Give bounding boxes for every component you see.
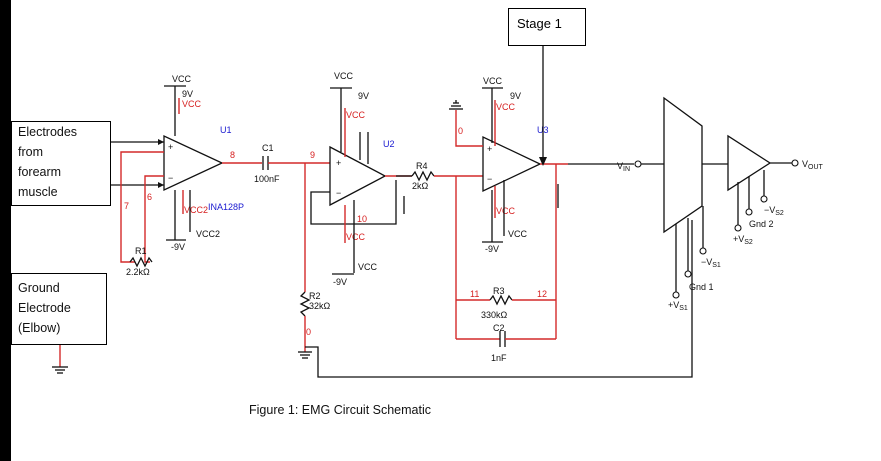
u3-vcc-red-label: VCC — [496, 102, 516, 112]
r3-value-label: 330kΩ — [481, 310, 508, 320]
u1-part-label: INA128P — [208, 202, 244, 212]
electrodes-box: Electrodes from forearm muscle — [11, 121, 111, 206]
electrodes-line-4: muscle — [18, 185, 58, 199]
vout-label: VOUT — [802, 159, 824, 171]
u3-vcc-bottom-label: VCC — [508, 229, 528, 239]
c1-value-label: 100nF — [254, 174, 280, 184]
u3-neg9v-label: -9V — [485, 244, 499, 254]
u3-9v-label: 9V — [510, 91, 521, 101]
amp2-neg-supply-label: −VS2 — [764, 205, 784, 217]
r3-pin11-label: 11 — [470, 289, 479, 299]
r2-resistor — [299, 291, 311, 317]
vin-terminal — [634, 160, 642, 168]
figure-caption: Figure 1: EMG Circuit Schematic — [249, 403, 431, 417]
left-edge-bar — [0, 0, 11, 461]
u3-plus-input-wire — [455, 110, 483, 147]
u1-vcc-top-label: VCC — [172, 74, 192, 84]
u2-feedback-wire — [310, 180, 397, 225]
u2-ref-label: U2 — [383, 139, 395, 149]
adc-pos-supply-label: +VS1 — [668, 300, 688, 312]
u1-pin7-label: 7 — [124, 201, 129, 211]
stage1-box: Stage 1 — [508, 8, 586, 46]
r4-value-label: 2kΩ — [412, 181, 429, 191]
adc-gnd-label: Gnd 1 — [689, 282, 714, 292]
svg-text:+: + — [487, 144, 492, 154]
u2-neg9v-label: -9V — [333, 277, 347, 287]
u1-pin8-label: 8 — [230, 150, 235, 160]
u1-neg9v-label: -9V — [171, 242, 185, 252]
u1-pin7-wire — [120, 151, 164, 263]
r3-resistor — [489, 294, 513, 306]
u2-amplifier — [329, 145, 387, 207]
ground-electrode-box: Ground Electrode (Elbow) — [11, 273, 107, 345]
u1-9v-label: 9V — [182, 89, 193, 99]
r1-resistor — [129, 256, 153, 268]
r2-ref-label: R2 — [309, 291, 321, 301]
r2-value-label: 32kΩ — [309, 301, 331, 311]
u1-vcc-red-label: VCC — [182, 99, 202, 109]
electrodes-line-3: forearm — [18, 165, 62, 179]
r4-ref-label: R4 — [416, 161, 428, 171]
c1-ref-label: C1 — [262, 143, 274, 153]
u1-amplifier — [163, 134, 224, 192]
svg-text:−: − — [168, 173, 173, 183]
u2-vcc-bottom-label: VCC — [346, 232, 366, 242]
u2-vcc-top-label: VCC — [334, 71, 354, 81]
svg-text:−: − — [336, 188, 341, 198]
u1-vcc2-label: VCC2 — [196, 229, 220, 239]
svg-text:−: − — [487, 174, 492, 184]
c2-ref-label: C2 — [493, 323, 505, 333]
u2-vcc-red-label: VCC — [346, 110, 366, 120]
vout-terminal — [791, 159, 799, 167]
adc-neg-supply-label: −VS1 — [701, 257, 721, 269]
isolation-amplifier-block — [663, 96, 703, 234]
u3-amplifier — [482, 135, 542, 193]
ground-line-3: (Elbow) — [18, 321, 61, 335]
c2-value-label: 1nF — [491, 353, 507, 363]
u2-pin9-label: 9 — [310, 150, 315, 160]
vin-label: VIN — [617, 161, 630, 173]
ground-line-2: Electrode — [18, 301, 71, 315]
electrodes-line-2: from — [18, 145, 43, 159]
r1-value-label: 2.2kΩ — [126, 267, 150, 277]
u2-vcc-gnd-label: VCC — [358, 262, 378, 272]
r1-ref-label: R1 — [135, 246, 147, 256]
svg-text:+: + — [336, 158, 341, 168]
ground-return-wire — [305, 220, 693, 378]
u1-ref-label: U1 — [220, 125, 232, 135]
u3-node0-label: 0 — [458, 126, 463, 136]
amp2-pos-supply-label: +VS2 — [733, 234, 753, 246]
u1-pin6-wire — [144, 175, 164, 263]
r3-ref-label: R3 — [493, 286, 505, 296]
u2-pin10-label: 10 — [357, 214, 367, 224]
r3-pin12-label: 12 — [537, 289, 547, 299]
u1-pin6-label: 6 — [147, 192, 152, 202]
ground-line-1: Ground — [18, 281, 60, 295]
r4-resistor — [411, 170, 435, 182]
u2-9v-label: 9V — [358, 91, 369, 101]
svg-text:+: + — [168, 142, 173, 152]
r2-node-label: 0 — [306, 327, 311, 337]
u1-vcc2-red-label: VCC2 — [184, 205, 208, 215]
amp2-gnd-label: Gnd 2 — [749, 219, 774, 229]
electrodes-line-1: Electrodes — [18, 125, 78, 139]
u3-vcc-mid-label: VCC — [496, 206, 516, 216]
u3-vcc-top-label: VCC — [483, 76, 503, 86]
